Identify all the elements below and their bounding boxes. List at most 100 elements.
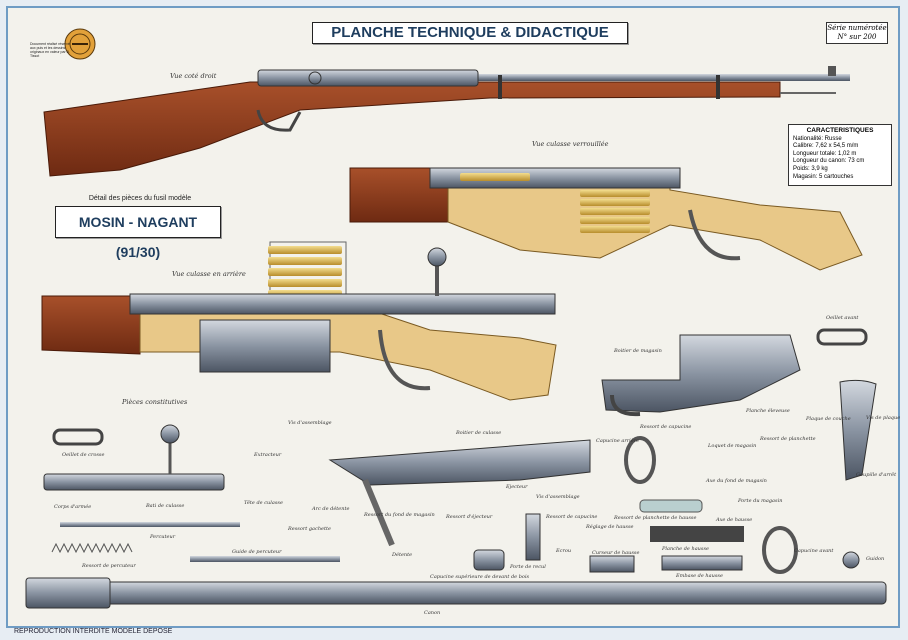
label-capucine-superieure: Capucine supérieure de devant de bois (430, 574, 530, 580)
label-ressort-ejecteur: Ressort d'éjecteur (446, 514, 493, 520)
spec-row: Calibre: 7,62 x 54,5 m/m (793, 143, 859, 150)
specifications-box: CARACTERISTIQUES Nationalité: Russe Cali… (788, 124, 892, 186)
label-bati-culasse: Bati de culasse (146, 503, 185, 509)
bolt-handle-knob (427, 247, 447, 267)
stock-section-2 (41, 295, 141, 355)
label-ressort-gachette: Ressort gachette (288, 526, 331, 532)
publisher-seal-icon (64, 28, 96, 60)
label-boitier-culasse: Boitier de culasse (456, 430, 502, 436)
magazine-follower (639, 499, 703, 513)
label-porte-recul: Porte de recul (510, 564, 546, 570)
label-reglage-hausse: Réglage de hausse (586, 524, 634, 530)
firing-pin (60, 522, 240, 527)
model-detail-line: Détail des pièces du fusil modèle (88, 195, 192, 202)
label-embase-hausse: Embase de hausse (676, 573, 723, 579)
spec-row: Poids: 3,9 kg (793, 165, 828, 172)
label-tete-culasse: Tête de culasse (244, 500, 283, 506)
trigger-guard-cut-2 (378, 329, 431, 391)
receiver-cut-2 (129, 293, 556, 315)
chambered-cartridge (460, 173, 530, 181)
label-curseur-hausse: Curseur de hausse (592, 550, 640, 556)
bolt-knob (308, 71, 322, 85)
bolt-knob-part (160, 424, 180, 444)
firing-pin-spring (51, 542, 133, 554)
label-vis-assemblage-2: Vis d'assemblage (536, 494, 580, 500)
front-sight-part (842, 551, 860, 569)
spec-row: Longueur totale: 1,02 m (793, 150, 857, 157)
bolt-body (43, 473, 225, 491)
components (25, 328, 887, 609)
cutaway-bolt-back (41, 241, 557, 401)
recoil-lug (525, 513, 541, 561)
barrel-part (25, 581, 887, 605)
series-line-2: N° sur 200 (837, 33, 877, 41)
stripper-clip-cartridges (268, 246, 342, 298)
receiver-part (328, 439, 591, 486)
magazine-cartridges (580, 190, 650, 233)
spec-row: Nationalité: Russe (793, 135, 842, 142)
label-vis-assemblage: Vis d'assemblage (288, 420, 332, 426)
footer-notice: REPRODUCTION INTERDITE MODELE DEPOSE (14, 628, 173, 635)
label-ressort-capucine: Ressort de capucine (640, 424, 692, 430)
label-ressort-percuteur: Ressort de percuteur (82, 563, 136, 569)
label-detente: Détente (392, 552, 413, 558)
label-capucine-arriere: Capucine arrière (596, 438, 640, 444)
label-extracteur: Extracteur (254, 452, 282, 458)
label-corps-arme: Corps d'armée (54, 504, 92, 510)
magazine-trigger-guard (610, 394, 641, 417)
buttplate (839, 379, 877, 481)
series-number-box: Série numérotée N° sur 200 (826, 22, 888, 44)
label-axe-hausse: Axe de hausse (716, 517, 753, 523)
caption-components: Pièces constitutives (122, 398, 188, 406)
series-line-1: Série numérotée (827, 24, 887, 32)
front-sight (828, 66, 836, 76)
label-planche-eleveuse: Planche éleveuse (746, 408, 790, 414)
publisher-note: Document réalisé réservé aux puis et les… (30, 42, 70, 58)
spec-row: Magasin: 5 cartouches (793, 173, 854, 180)
trigger-guard (256, 109, 302, 132)
barrel-band-2 (716, 75, 720, 99)
label-arc-detente: Arc de détente (312, 506, 350, 512)
label-percuteur: Percuteur (150, 534, 176, 540)
label-ecrou: Ecrou (556, 548, 572, 554)
label-capucine-avant: Capucine avant (794, 548, 834, 554)
magazine-box (601, 334, 801, 413)
sight-slider (589, 555, 635, 573)
spec-row: Longueur du canon: 73 cm (793, 158, 865, 165)
plate-title: PLANCHE TECHNIQUE & DIDACTIQUE (312, 22, 628, 44)
model-name: MOSIN - NAGANT (91/30) (55, 206, 221, 260)
barrel-band-part (473, 549, 505, 571)
label-oeillet-avant: Oeillet avant (826, 315, 859, 321)
label-boitier-magasin: Boitier de magasin (614, 348, 662, 354)
label-planche-hausse: Planche de hausse (662, 546, 709, 552)
label-canon: Canon (424, 610, 441, 616)
rear-band (624, 436, 656, 484)
sight-base (661, 555, 743, 571)
label-guidon: Guidon (866, 556, 885, 562)
full-rifle (43, 66, 850, 177)
label-porte-magasin: Porte du magasin (738, 498, 783, 504)
barrel-band-1 (498, 75, 502, 99)
trigger-guard-cut (688, 209, 741, 261)
firing-pin-guide (190, 556, 340, 562)
label-plaque-couche: Plaque de couche (806, 416, 851, 422)
front-swivel (816, 328, 868, 346)
specifications-title: CARACTERISTIQUES (806, 127, 874, 134)
label-goupille-arret: Goupille d'arrêt (856, 472, 897, 478)
butt-swivel (52, 428, 104, 446)
caption-right-side: Vue coté droit (170, 72, 217, 80)
label-ejecteur: Ejecteur (506, 484, 528, 490)
magazine-housing (199, 319, 331, 373)
label-loquet-magasin: Loquet de magasin (708, 443, 757, 449)
label-axe-fond: Axe du fond de magasin (706, 478, 767, 484)
caption-bolt-locked: Vue culasse verrouillée (532, 140, 609, 148)
label-ressort-capucine-2: Ressort de capucine (546, 514, 598, 520)
buttstock-cut (447, 167, 863, 271)
label-ressort-planchette: Ressort de planchette (760, 436, 816, 442)
front-band (762, 526, 798, 574)
trigger-part (362, 478, 395, 547)
label-ressort-planchette-hausse: Ressort de planchette de hausse (614, 515, 697, 521)
label-vis-plaque: Vis de plaque (866, 415, 901, 421)
